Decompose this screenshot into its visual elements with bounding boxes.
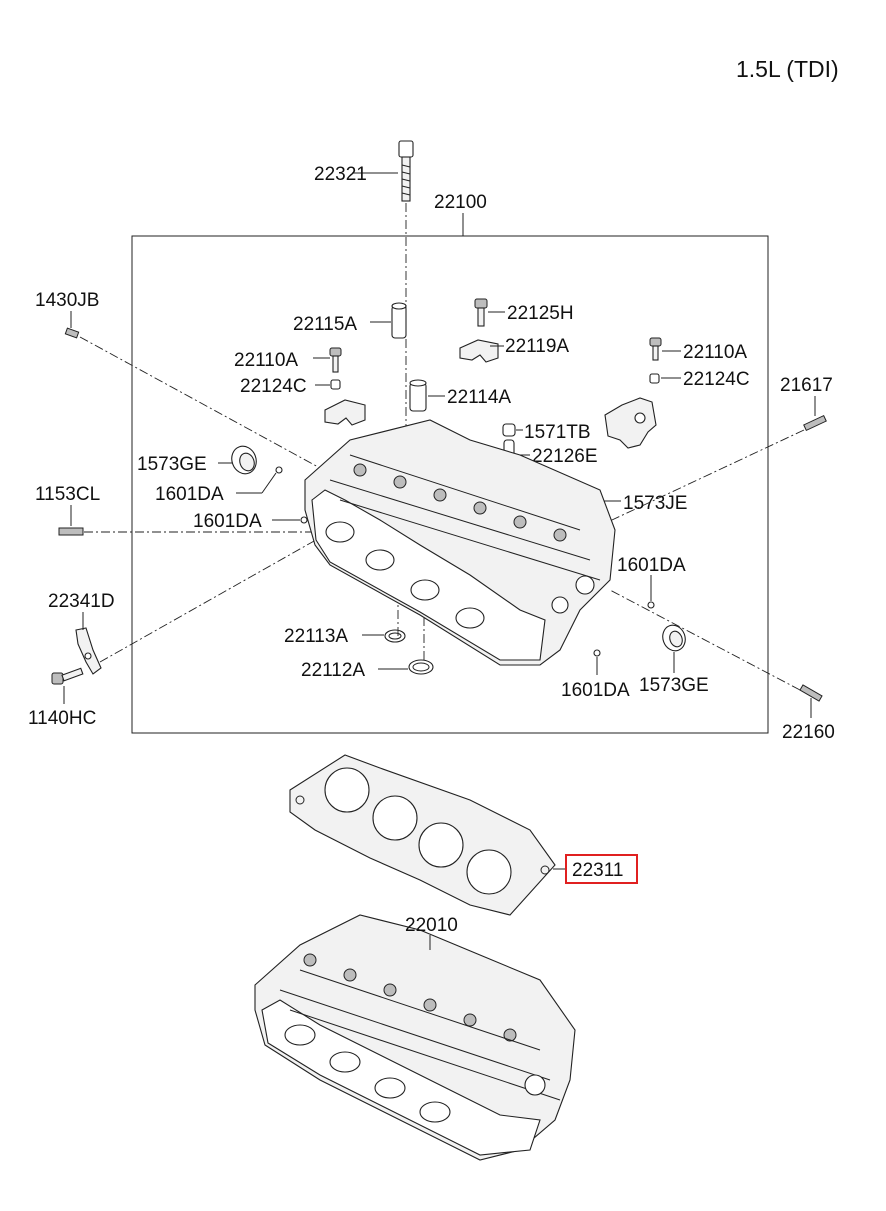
label-22110A-right[interactable]: 22110A bbox=[683, 342, 747, 363]
highlight-box bbox=[565, 854, 638, 884]
label-1573GE-top[interactable]: 1573GE bbox=[137, 454, 207, 475]
oil-seal-icon bbox=[231, 445, 257, 475]
label-1601DA-b[interactable]: 1601DA bbox=[193, 511, 262, 532]
dowel-icon bbox=[391, 302, 407, 339]
bare-cylinder-head-icon bbox=[254, 914, 576, 1161]
label-1573JE[interactable]: 1573JE bbox=[623, 493, 687, 514]
bolt-icon bbox=[58, 527, 84, 536]
head-bolt-icon bbox=[398, 140, 414, 202]
flange-bolt-icon bbox=[51, 667, 84, 685]
cylinder-head-assembly bbox=[304, 419, 616, 666]
label-22110A-left[interactable]: 22110A bbox=[234, 350, 298, 371]
label-1430JB[interactable]: 1430JB bbox=[35, 290, 99, 311]
bearing-cap-icon bbox=[459, 339, 499, 363]
washer-icon bbox=[330, 379, 341, 390]
label-22126E[interactable]: 22126E bbox=[532, 446, 598, 467]
label-22115A[interactable]: 22115A bbox=[293, 314, 357, 335]
label-1601DA-c[interactable]: 1601DA bbox=[617, 555, 686, 576]
label-21617[interactable]: 21617 bbox=[780, 375, 833, 396]
label-22124C-right[interactable]: 22124C bbox=[683, 369, 750, 390]
o-ring-icon bbox=[384, 629, 406, 643]
label-22119A[interactable]: 22119A bbox=[505, 336, 569, 357]
bolt-icon bbox=[649, 337, 662, 361]
plug-icon bbox=[593, 649, 601, 657]
washer-icon bbox=[649, 373, 660, 384]
bracket-icon bbox=[75, 627, 102, 675]
bearing-cap-icon bbox=[324, 399, 366, 426]
label-1140HC[interactable]: 1140HC bbox=[28, 708, 96, 729]
stud-icon bbox=[799, 684, 823, 702]
rear-bearing-cap-icon bbox=[604, 397, 657, 449]
label-1153CL[interactable]: 1153CL bbox=[35, 484, 100, 505]
cap-bolt-icon bbox=[474, 298, 488, 327]
label-22160[interactable]: 22160 bbox=[782, 722, 835, 743]
label-22112A[interactable]: 22112A bbox=[301, 660, 365, 681]
head-gasket-icon bbox=[289, 754, 556, 916]
label-22113A[interactable]: 22113A bbox=[284, 626, 348, 647]
stud-icon bbox=[803, 414, 827, 432]
label-22010[interactable]: 22010 bbox=[405, 915, 458, 936]
pin-icon bbox=[64, 327, 80, 339]
engine-variant-title: 1.5L (TDI) bbox=[736, 56, 839, 82]
plug-icon bbox=[275, 466, 283, 474]
label-22311[interactable]: 22311 bbox=[572, 860, 623, 881]
bolt-icon bbox=[329, 347, 342, 373]
label-1601DA-a[interactable]: 1601DA bbox=[155, 484, 224, 505]
label-22341D[interactable]: 22341D bbox=[48, 591, 115, 612]
sleeve-icon bbox=[409, 379, 427, 412]
label-1573GE-bottom[interactable]: 1573GE bbox=[639, 675, 709, 696]
assembly-frame bbox=[131, 235, 769, 734]
label-22124C-left[interactable]: 22124C bbox=[240, 376, 307, 397]
label-22100[interactable]: 22100 bbox=[434, 192, 487, 213]
oil-seal-icon bbox=[662, 624, 686, 652]
label-1601DA-d[interactable]: 1601DA bbox=[561, 680, 630, 701]
label-22321[interactable]: 22321 bbox=[314, 164, 367, 185]
label-1571TB[interactable]: 1571TB bbox=[524, 422, 591, 443]
label-22125H[interactable]: 22125H bbox=[507, 303, 574, 324]
plug-icon bbox=[300, 516, 308, 524]
label-22114A[interactable]: 22114A bbox=[447, 387, 511, 408]
o-ring-icon bbox=[408, 659, 434, 675]
plug-icon bbox=[647, 601, 655, 609]
plug-icon bbox=[502, 423, 516, 437]
